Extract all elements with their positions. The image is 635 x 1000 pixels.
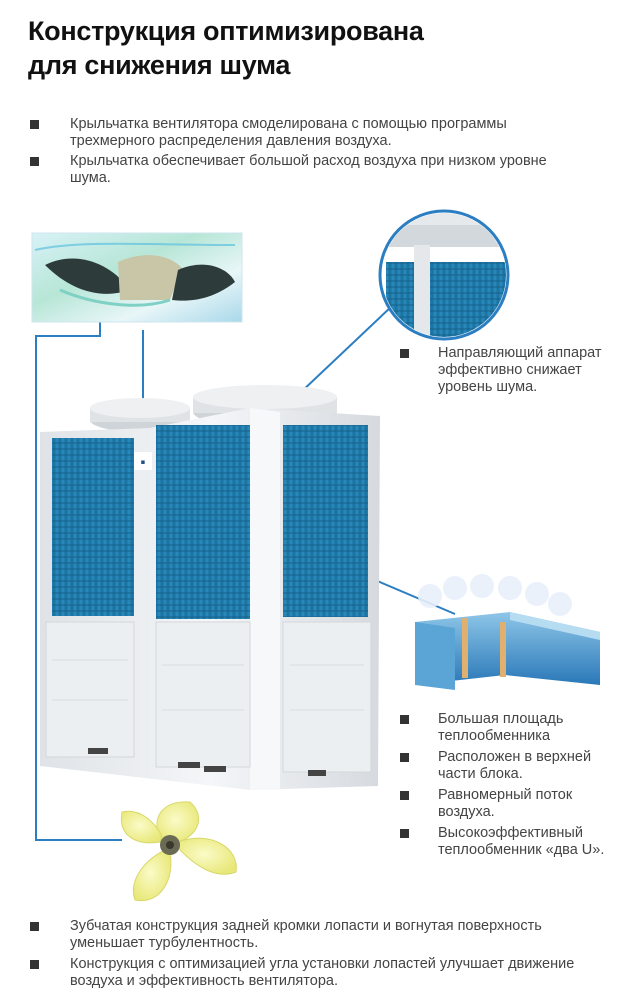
hx-bullet-3: Равномерный поток воздуха. xyxy=(400,787,625,823)
bullet-square-icon xyxy=(30,922,39,931)
bullet-square-icon xyxy=(400,715,409,724)
bullet-square-icon xyxy=(400,791,409,800)
callout-line-left xyxy=(35,322,122,841)
bullet-square-icon xyxy=(30,157,39,166)
page-title: Конструкция оптимизирована для снижения … xyxy=(28,14,618,82)
guide-vane-magnifier xyxy=(378,209,510,341)
heat-exchanger-image xyxy=(415,574,600,690)
bullet-square-icon xyxy=(400,753,409,762)
hx-bullet-1: Большая площадь теплообменника xyxy=(400,711,625,747)
top-bullet-1: Крыльчатка вентилятора смоделирована с п… xyxy=(30,116,590,152)
bullet-square-icon xyxy=(400,829,409,838)
bullet-square-icon xyxy=(400,349,409,358)
title-line-1: Конструкция оптимизирована xyxy=(28,16,424,46)
hx-bullet-4: Высокоэффективный теплообменник «два U». xyxy=(400,825,625,879)
bottom-bullet-1: Зубчатая конструкция задней кромки лопас… xyxy=(30,918,620,954)
outdoor-unit-image: ▪ xyxy=(40,385,380,790)
top-bullet-2: Крыльчатка обеспечивает большой расход в… xyxy=(30,153,590,189)
callout-line-guide xyxy=(299,305,393,394)
hx-bullet-2: Расположен в верхней части блока. xyxy=(400,749,625,785)
guide-vane-bullet: Направляющий аппарат эффективно снижает … xyxy=(400,345,620,417)
bullet-square-icon xyxy=(30,960,39,969)
bullet-square-icon xyxy=(30,120,39,129)
bottom-bullet-2: Конструкция с оптимизацией угла установк… xyxy=(30,956,620,992)
fan-impeller-image xyxy=(120,801,237,902)
title-line-2: для снижения шума xyxy=(28,50,291,80)
callout-line-hx xyxy=(374,579,456,615)
svg-text:▪: ▪ xyxy=(141,458,146,466)
fan-simulation-image xyxy=(31,232,243,323)
